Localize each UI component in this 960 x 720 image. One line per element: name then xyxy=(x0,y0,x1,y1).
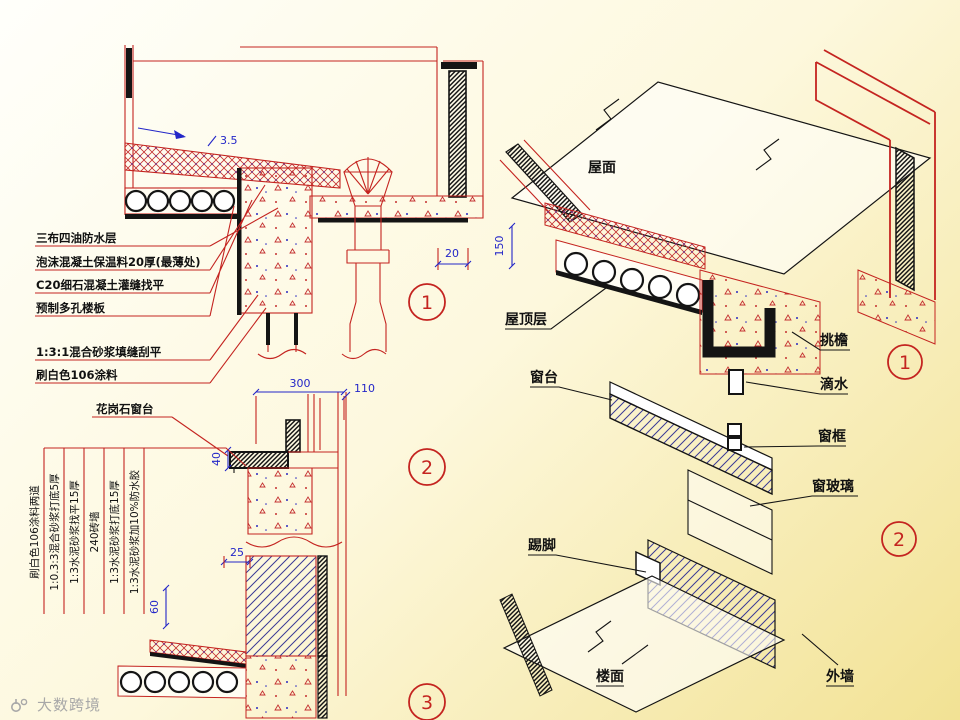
wall-layer-label: 1:3水泥砂浆找平15厚 xyxy=(68,480,81,584)
dimension-20: 20 xyxy=(445,247,459,260)
wall-layer-label: 刷白色106涂料两道 xyxy=(28,485,41,579)
detail-1-section xyxy=(35,45,516,384)
callout-label: 三布四油防水层 xyxy=(36,231,117,245)
detail-2-sill-section xyxy=(92,388,351,696)
granite-sill-label: 花岗石窗台 xyxy=(96,402,154,416)
detail-1-number: 1 xyxy=(421,292,433,314)
detail-3-number: 3 xyxy=(421,692,433,714)
callout-label: 预制多孔楼板 xyxy=(36,301,105,315)
slope-dimension: 3.5 xyxy=(220,134,238,147)
watermark-text: 大数跨境 xyxy=(37,696,102,714)
axon-bubble-1 xyxy=(887,344,923,380)
label-window-sill: 窗台 xyxy=(530,369,558,386)
label-eave: 挑檐 xyxy=(820,332,848,349)
label-drip: 滴水 xyxy=(820,376,849,393)
detail-1-bubble xyxy=(408,283,446,321)
callout-label: 刷白色106涂料 xyxy=(36,368,118,382)
wall-layer-label: 1:3水泥砂浆打底15厚 xyxy=(108,480,121,584)
axon-view xyxy=(499,49,936,713)
dimension-110: 110 xyxy=(354,382,375,395)
detail-2-number: 2 xyxy=(421,457,433,479)
label-roof-surface: 屋面 xyxy=(588,160,616,176)
dimension-150: 150 xyxy=(493,236,506,257)
watermark-logo-icon xyxy=(11,698,28,712)
axon-bubble-2 xyxy=(881,521,917,557)
dimension-25: 25 xyxy=(230,546,244,559)
callout-label: 泡沫混凝土保温料20厚(最薄处) xyxy=(36,255,201,269)
detail-3-bubble xyxy=(408,683,446,720)
wall-layer-label: 1:3水泥砂浆加10%防水胶 xyxy=(128,469,141,594)
watermark: 大数跨境 xyxy=(10,694,101,715)
callout-label: C20细石混凝土灌缝找平 xyxy=(36,278,164,292)
dimension-60: 60 xyxy=(148,600,161,614)
axon-number-1: 1 xyxy=(899,352,911,374)
label-window-frame: 窗框 xyxy=(818,428,846,445)
label-floor: 楼面 xyxy=(596,668,624,685)
label-roof-layer: 屋顶层 xyxy=(505,312,547,328)
wall-layer-label: 1:0.3:3混合砂浆打底5厚 xyxy=(48,473,61,591)
detail-3-wall-base-section xyxy=(43,447,328,719)
axon-number-2: 2 xyxy=(893,529,905,551)
label-skirting: 踢脚 xyxy=(528,538,556,554)
dimension-300: 300 xyxy=(290,377,311,390)
detail-2-bubble xyxy=(408,448,446,486)
dimension-40: 40 xyxy=(210,452,223,466)
callout-label: 1:3:1混合砂浆填缝刮平 xyxy=(36,345,162,359)
label-exterior-wall: 外墙 xyxy=(826,668,854,685)
label-window-glass: 窗玻璃 xyxy=(812,478,854,495)
wall-layer-label: 240砖墙 xyxy=(88,511,101,553)
